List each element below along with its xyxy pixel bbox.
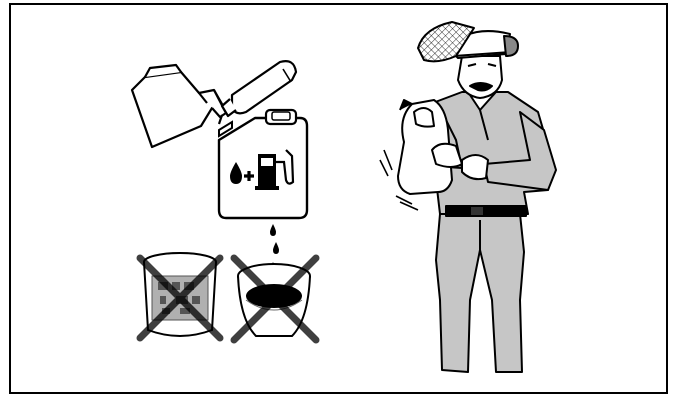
oil-measuring-jug-icon <box>132 65 226 147</box>
fuel-canister-icon <box>219 110 307 218</box>
open-bucket-icon <box>234 258 316 340</box>
worker-figure <box>380 22 556 372</box>
paint-can-icon <box>140 253 220 338</box>
